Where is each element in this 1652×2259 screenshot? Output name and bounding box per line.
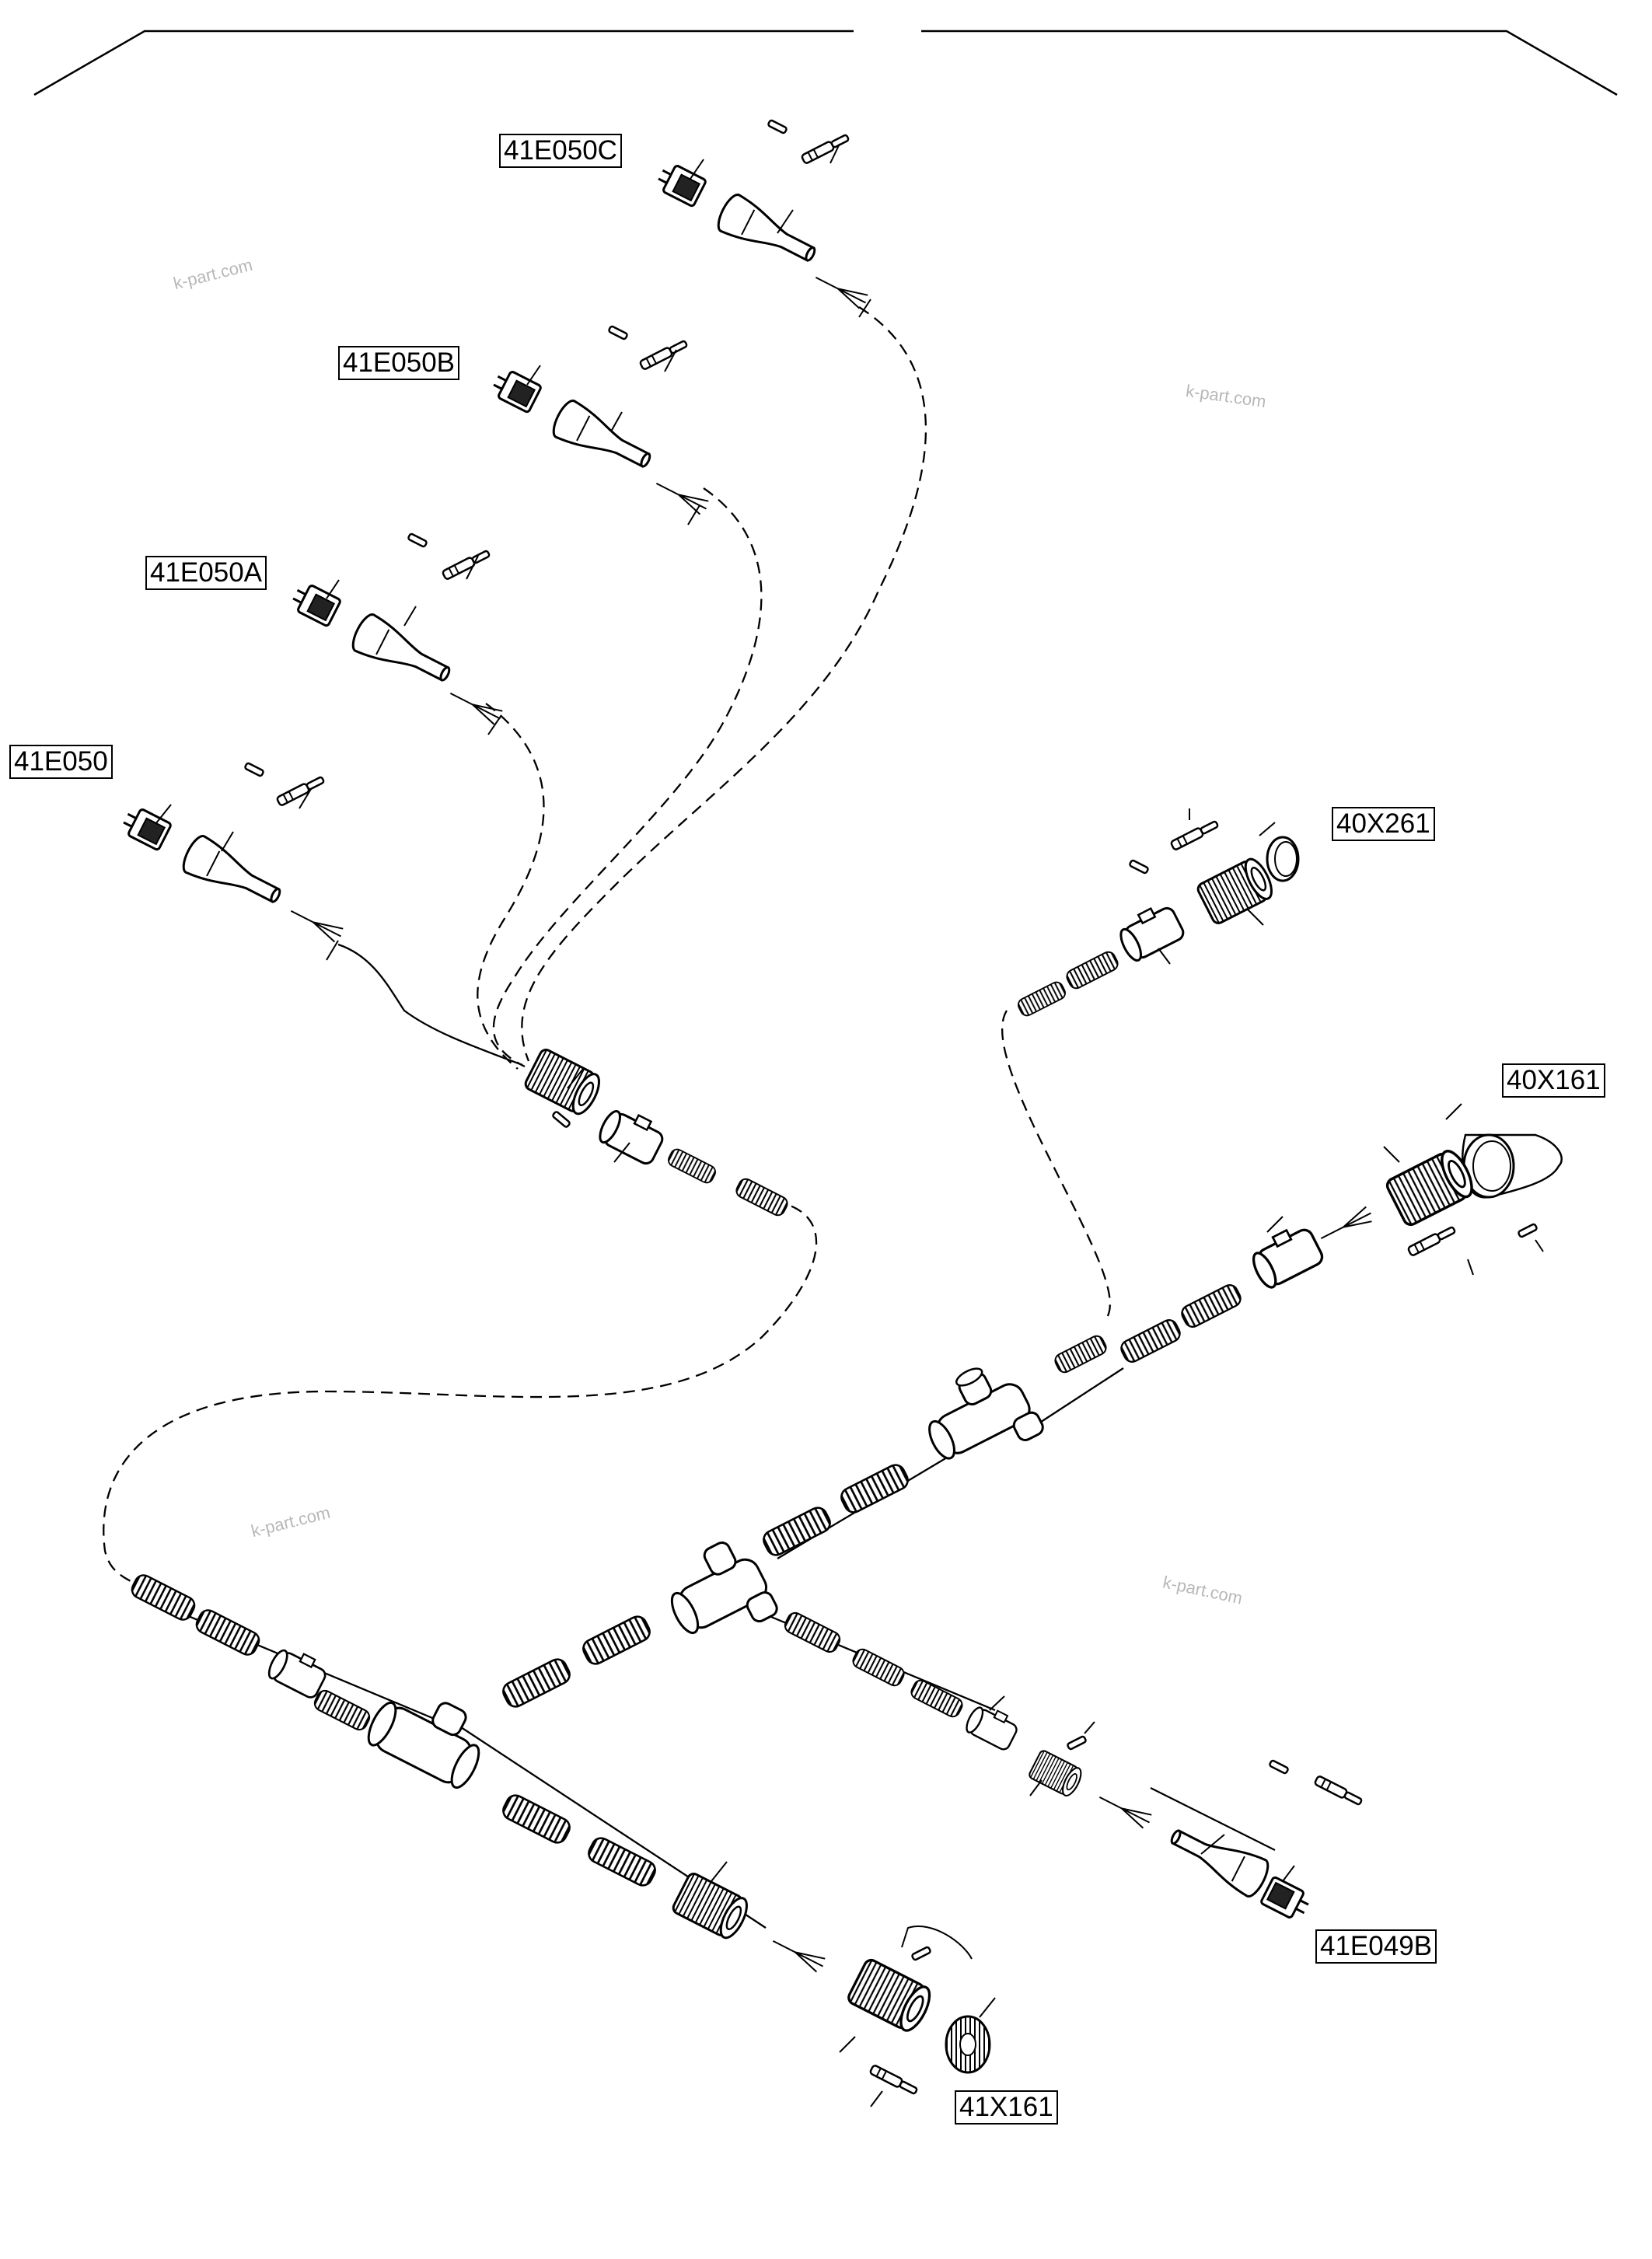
contact-40x161 [1406, 1224, 1458, 1258]
merge-body [595, 1102, 669, 1168]
connector-41e050 [118, 803, 173, 852]
sleeve-lower-b [585, 1834, 659, 1890]
connector-41e049b [1259, 1875, 1314, 1924]
sleeve-ct-b [499, 1655, 574, 1711]
pin-41e050a [407, 532, 428, 549]
sleeve-lower-a [499, 1791, 574, 1847]
sleeve-40x161-b [1117, 1316, 1184, 1366]
pin-41e049b-a [1066, 1734, 1088, 1751]
t-junction-lower [367, 1701, 480, 1789]
dashed-wire-runs [103, 306, 1111, 1583]
pin-40x261 [1128, 858, 1150, 875]
label-41e050: 41E050 [9, 745, 113, 779]
contact-41x161 [868, 2063, 920, 2097]
label-40x261: 40X261 [1332, 807, 1435, 841]
sleeve-left-c [311, 1687, 373, 1734]
sleeve-b [733, 1175, 791, 1219]
label-41x161: 41X161 [955, 2090, 1058, 2125]
socket-41x161 [845, 1956, 937, 2037]
boot-41e049b [1162, 1816, 1274, 1901]
sleeve-branch-a [781, 1609, 843, 1656]
wires-41e050b [651, 475, 711, 517]
sleeve-40x261-b [1015, 979, 1068, 1019]
label-41e050a: 41E050A [145, 556, 267, 590]
boot-41e050c [712, 190, 824, 275]
round-40x261 [1194, 854, 1278, 927]
contact-41e050b [638, 337, 690, 372]
wires-41e050 [286, 903, 346, 944]
sleeve-branch-b [850, 1646, 907, 1689]
body-40x261 [1112, 899, 1187, 965]
sleeve-a [665, 1146, 718, 1186]
contact-41e049b [1313, 1774, 1364, 1808]
boot-41e050 [177, 831, 289, 917]
page-frame [33, 30, 1618, 96]
sleeve-ct-a [579, 1612, 654, 1668]
wires-41e049b [1095, 1789, 1154, 1831]
sleeve-mid-a [837, 1461, 912, 1517]
solid-wire-runs [143, 943, 1276, 1929]
pin-41e050 [243, 761, 265, 778]
label-41e050c: 41E050C [499, 134, 622, 168]
pin-41x161 [910, 1945, 932, 1962]
sleeve-40x261-a [1063, 948, 1121, 992]
leader-lines [155, 143, 1544, 2107]
sleeve-40x161-c [1052, 1332, 1109, 1376]
label-40x161: 40X161 [1502, 1063, 1605, 1098]
pin-41e049b-b [1268, 1758, 1290, 1775]
sleeve-left-a [127, 1571, 199, 1624]
contact-41e050a [441, 547, 492, 581]
label-41e049b: 41E049B [1315, 1929, 1437, 1964]
contact-40x261 [1169, 818, 1221, 852]
wires-41e050c [811, 269, 871, 311]
round-41e049b [1027, 1748, 1086, 1800]
round-41x161 [669, 1870, 753, 1943]
sleeve-branch-c [908, 1677, 966, 1720]
wires-41x161 [768, 1933, 828, 1974]
merge-connector [522, 1046, 606, 1119]
ring-40x261 [1266, 836, 1300, 882]
ring-40x161 [1462, 1133, 1563, 1199]
pin-41e050c [767, 118, 788, 135]
sleeve-mid-b [760, 1503, 834, 1559]
ring-41x161 [945, 2015, 991, 2074]
t-junction-center [670, 1541, 778, 1635]
body-40x161 [1245, 1219, 1326, 1292]
pin-41e050b [607, 324, 629, 341]
pin-40x161 [1517, 1222, 1538, 1239]
label-41e050b: 41E050B [338, 346, 460, 380]
sleeve-40x161-a [1178, 1281, 1245, 1331]
boot-41e050b [547, 396, 659, 481]
y-junction-upper [928, 1367, 1044, 1460]
contact-41e050c [800, 131, 851, 166]
boot-41e050a [347, 609, 459, 695]
sleeve-left-b [192, 1606, 264, 1659]
wires-41e050a [445, 685, 505, 727]
contact-41e050 [275, 773, 327, 808]
wires-40x161 [1316, 1205, 1376, 1247]
merge-pin [550, 1109, 572, 1130]
